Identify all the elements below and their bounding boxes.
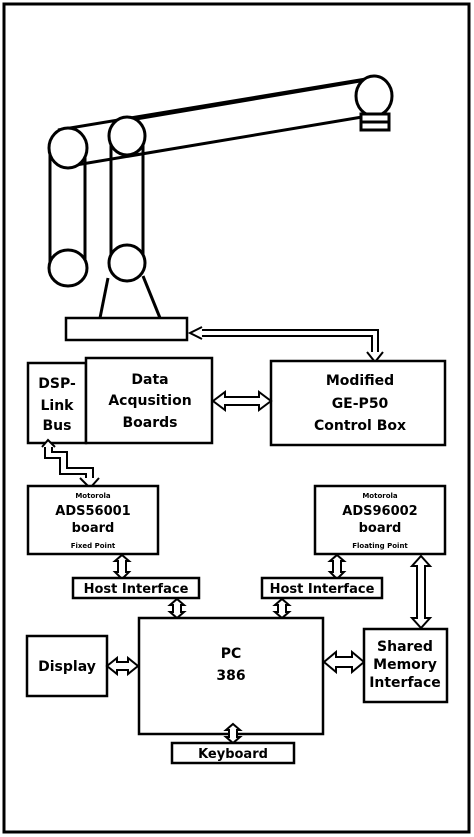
board1-maker: Motorola [75, 492, 111, 500]
keyboard-box [170, 741, 296, 765]
host1-pc-arrow [167, 597, 187, 620]
shared-memory-interface-box [362, 627, 449, 704]
dsp-link-line-3: Bus [43, 418, 72, 434]
display-pc-arrow [105, 655, 140, 677]
board1-mode: Fixed Point [71, 542, 116, 550]
display-label: Display [38, 659, 96, 675]
dsp-link-line-1: DSP- [38, 376, 76, 392]
host-interface-2-box [260, 576, 384, 600]
control-box-line-2: GE-P50 [332, 396, 389, 412]
shared-memory-line-1: Shared [377, 639, 433, 655]
pc-line-2: 386 [216, 668, 245, 684]
data-acq-line-2: Acqusition [108, 393, 191, 409]
board2-mode: Floating Point [352, 542, 408, 550]
board2-host-arrow [327, 553, 347, 581]
display-box [25, 634, 109, 698]
control-box-line-3: Control Box [314, 418, 406, 434]
host2-pc-arrow [272, 597, 292, 620]
shared-memory-line-2: Memory [373, 657, 437, 673]
dsp-link-to-board1-arrow [41, 438, 100, 490]
keyboard-label: Keyboard [198, 747, 268, 762]
board2-name: ADS96002 [342, 504, 417, 519]
data-acq-line-3: Boards [123, 415, 178, 431]
robot-arm-illustration [47, 74, 394, 319]
control-box-line-1: Modified [326, 373, 394, 389]
acq-control-double-arrow [211, 390, 273, 412]
pc-line-1: PC [221, 646, 242, 662]
board2-maker: Motorola [362, 492, 398, 500]
board1-host-arrow [112, 553, 132, 581]
robot-base-platform [64, 316, 189, 342]
pc-386-box [137, 616, 325, 736]
dsp-link-bus-box [26, 361, 88, 445]
shared-memory-line-3: Interface [369, 675, 441, 691]
dsp-link-line-2: Link [41, 398, 75, 414]
board2-suffix: board [359, 521, 402, 536]
ads56001-board-box [26, 484, 160, 556]
host-interface-1-label: Host Interface [84, 582, 189, 597]
board1-suffix: board [72, 521, 115, 536]
ads96002-board-box [313, 484, 447, 556]
host-interface-1-box [71, 576, 201, 600]
data-acquisition-boards-box [84, 356, 214, 445]
pc-shared-memory-arrow [322, 649, 366, 675]
board1-name: ADS56001 [55, 504, 130, 519]
board2-shared-memory-arrow [409, 554, 433, 630]
control-to-robot-arrow [187, 326, 384, 364]
host-interface-2-label: Host Interface [270, 582, 375, 597]
control-box [269, 359, 447, 447]
data-acq-line-1: Data [131, 372, 168, 388]
